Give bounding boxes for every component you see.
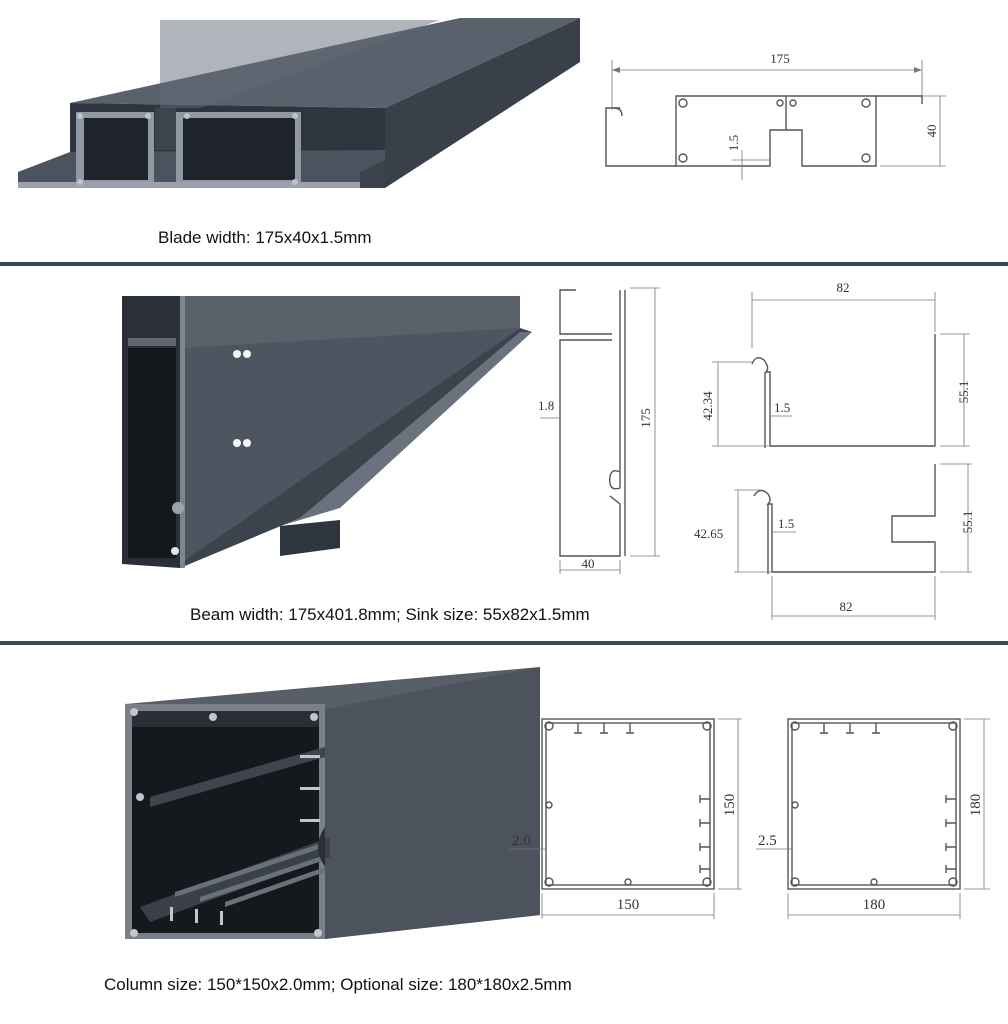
sink-a-drawing: 82 42.34 55.1 1.5 — [700, 280, 971, 448]
beam-svg: 175 40 1.8 82 42.34 55.1 1.5 — [122, 280, 975, 620]
beam-thickness-label: 1.8 — [538, 398, 554, 413]
beam-caption: Beam width: 175x401.8mm; Sink size: 55x8… — [190, 605, 590, 624]
sink-a-thickness-label: 1.5 — [774, 400, 790, 415]
sink-a-depth-left-label: 42.34 — [700, 391, 715, 421]
blade-drawing: 175 40 1.5 — [605, 51, 946, 180]
blade-thickness-label: 1.5 — [726, 135, 741, 151]
column-caption: Column size: 150*150x2.0mm; Optional siz… — [104, 975, 572, 994]
blade-svg: 175 40 1.5 — [18, 18, 946, 188]
beam-render — [122, 296, 532, 568]
beam-drawing: 175 40 1.8 — [538, 287, 660, 574]
blade-panel: 175 40 1.5 Blade width: 175x40x1.5mm — [0, 0, 1008, 262]
sink-b-depth-right-label: 55.1 — [960, 511, 975, 534]
divider-2 — [0, 641, 1008, 645]
sink-b-thickness-label: 1.5 — [778, 516, 794, 531]
column-b-height-label: 180 — [968, 794, 984, 817]
column-a-height-label: 150 — [722, 794, 738, 817]
blade-height-label: 40 — [924, 125, 939, 138]
sink-b-width-label: 82 — [840, 599, 853, 614]
column-svg: 150 150 2.0 180 180 — [125, 667, 990, 939]
sink-b-depth-left-label: 42.65 — [694, 526, 723, 541]
column-a-drawing: 150 150 2.0 — [510, 718, 742, 919]
column-b-width-label: 180 — [863, 897, 886, 913]
sink-b-drawing: 42.65 55.1 1.5 82 — [694, 463, 975, 620]
beam-width-label: 40 — [582, 556, 595, 571]
column-a-width-label: 150 — [617, 897, 640, 913]
blade-width-label: 175 — [770, 51, 790, 66]
column-panel: 150 150 2.0 180 180 — [0, 647, 1008, 1024]
column-b-thickness-label: 2.5 — [758, 833, 777, 849]
blade-caption: Blade width: 175x40x1.5mm — [158, 228, 372, 247]
sink-a-width-label: 82 — [837, 280, 850, 295]
column-render — [125, 667, 540, 939]
sink-a-depth-right-label: 55.1 — [956, 381, 971, 404]
beam-panel: 175 40 1.8 82 42.34 55.1 1.5 — [0, 268, 1008, 641]
column-b-drawing: 180 180 2.5 — [756, 718, 990, 919]
blade-render — [18, 18, 580, 188]
divider-1 — [0, 262, 1008, 266]
beam-height-label: 175 — [638, 408, 653, 428]
column-a-thickness-label: 2.0 — [512, 833, 531, 849]
